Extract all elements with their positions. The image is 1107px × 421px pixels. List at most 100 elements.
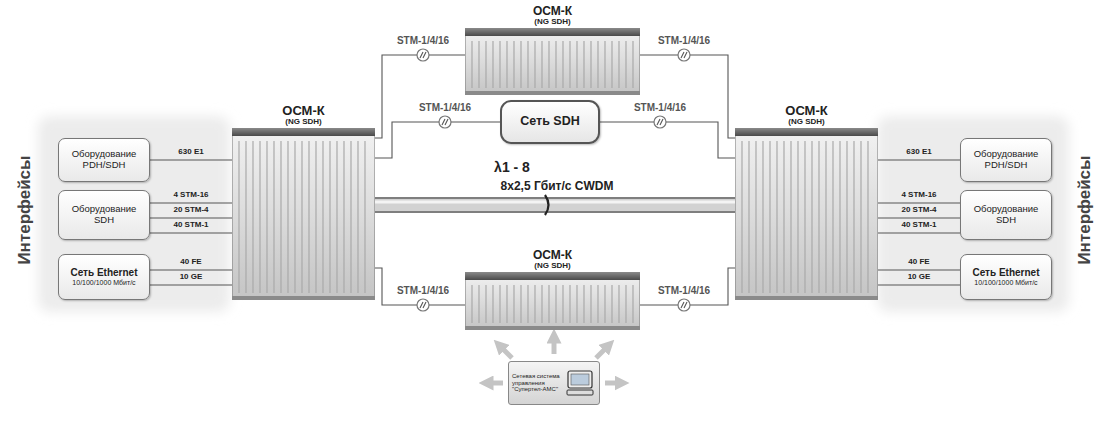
rack-base [232,296,375,300]
cable-twist [545,195,549,215]
device-subtitle: (NG SDH) [232,118,375,126]
link-line [150,159,232,160]
equipment-box: Оборудование SDH [960,190,1052,240]
link-label: 8x2,5 Гбит/с CWDM [501,180,614,192]
box-label: 10/100/1000 Мбит/с [70,279,137,287]
device-name: ОСМ-К [232,104,375,118]
link-label: 20 STM-4 [173,206,208,214]
text-group: Сеть Ethernet10/100/1000 Мбит/с [70,267,137,287]
rack-body [465,272,640,330]
equipment-box: Сеть Ethernet10/100/1000 Мбит/с [960,254,1052,300]
link-line [150,202,232,203]
link-label: 20 STM-4 [901,206,936,214]
text-group: Оборудование PDH/SDH [965,149,1047,171]
text-group: ОСМ-К(NG SDH) [465,249,640,272]
device-subtitle: (NG SDH) [735,118,878,126]
link-label: STM-1/4/16 [419,103,471,113]
rack-cap [735,128,878,136]
link-label: 40 STM-1 [901,221,936,229]
device-subtitle: (NG SDH) [465,18,640,26]
box-label: Оборудование SDH [965,204,1047,226]
box-label: Сеть Ethernet [972,267,1039,279]
wavelength-label: λ1 - 8 [494,160,530,174]
rack-cap [465,28,640,36]
link-label: STM-1/4/16 [397,36,449,46]
equipment-rack [465,272,640,330]
device-name: ОСМ-К [735,104,878,118]
link-label: STM-1/4/16 [658,36,710,46]
equipment-node: ОСМ-К(NG SDH) [465,249,640,330]
box-label: Сеть Ethernet [70,267,137,279]
equipment-rack [735,128,878,300]
link-line [150,232,232,233]
link-line [640,55,735,138]
device-subtitle: (NG SDH) [465,262,640,270]
link-line [878,217,960,218]
rack-base [465,326,640,330]
rack-body [735,128,878,300]
rack-base [735,296,878,300]
box-label: Оборудование PDH/SDH [965,149,1047,171]
text-group: ОСМ-К(NG SDH) [232,104,375,128]
text-group: Сетевая система управления "Супертел-АМС… [512,373,562,394]
rack-cap [465,272,640,280]
equipment-node: ОСМ-К(NG SDH) [232,104,375,300]
side-heading: Интерфейсы [16,155,33,264]
rack-slots [472,41,633,88]
rack-body [232,128,375,300]
link-line [878,232,960,233]
rack-slots [742,141,868,293]
cable-outline [375,197,735,213]
equipment-box: Оборудование SDH [58,190,150,240]
rack-slots [472,285,633,323]
equipment-node: ОСМ-К(NG SDH) [735,104,878,300]
link-label: 10 GE [908,273,931,281]
cable-highlight [375,201,735,204]
text-group: Оборудование PDH/SDH [63,149,145,171]
interface-panel [38,116,230,312]
text-group: Сеть SDH [520,115,580,129]
link-line [150,269,232,270]
device-name: ОСМ-К [465,5,640,18]
equipment-box: Оборудование PDH/SDH [58,138,150,182]
link-line [150,284,232,285]
text-group: ОСМ-К(NG SDH) [465,5,640,28]
link-line [600,122,735,158]
box-label: Сетевая система управления "Супертел-АМС… [512,373,562,394]
link-line [375,122,500,158]
side-heading: Интерфейсы [1076,155,1093,264]
text-group: Сеть Ethernet10/100/1000 Мбит/с [972,267,1039,287]
link-line [375,55,465,138]
link-label: STM-1/4/16 [658,286,710,296]
text-group: ОСМ-К(NG SDH) [735,104,878,128]
link-label: 4 STM-16 [901,191,936,199]
management-station: Сетевая система управления "Супертел-АМС… [508,361,600,405]
equipment-box: Оборудование PDH/SDH [960,138,1052,182]
equipment-rack [232,128,375,300]
link-label: 630 E1 [178,148,203,156]
computer-icon [565,369,595,397]
link-label: 40 STM-1 [173,221,208,229]
equipment-node: ОСМ-К(NG SDH) [465,5,640,95]
box-label: 10/100/1000 Мбит/с [972,279,1039,287]
link-label: 4 STM-16 [173,191,208,199]
equipment-rack [465,28,640,95]
link-line [150,217,232,218]
link-line [878,269,960,270]
text-group: Оборудование SDH [63,204,145,226]
text-group: Оборудование SDH [965,204,1047,226]
link-label: 10 GE [180,273,203,281]
link-label: 40 FE [180,258,201,266]
box-label: Оборудование SDH [63,204,145,226]
network-cloud-box: Сеть SDH [500,100,600,144]
link-line [878,284,960,285]
link-label: STM-1/4/16 [634,103,686,113]
box-label: Сеть SDH [520,115,580,129]
link-label: 40 FE [908,258,929,266]
rack-base [465,91,640,95]
link-label: STM-1/4/16 [397,286,449,296]
link-line [878,202,960,203]
interface-panel [877,116,1069,312]
link-label: 630 E1 [906,148,931,156]
equipment-box: Сеть Ethernet10/100/1000 Мбит/с [58,254,150,300]
